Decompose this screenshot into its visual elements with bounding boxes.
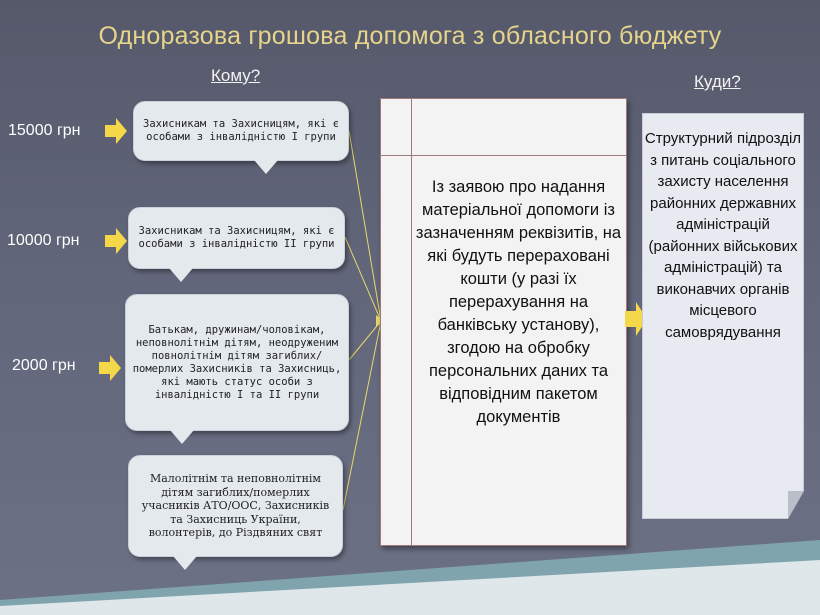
page-fold-corner [788,491,804,519]
recipient-bubble-2: Захисникам та Захисницям, які є особами … [128,207,345,282]
header-where: Куди? [694,72,741,91]
header-who: Кому? [211,66,261,85]
destination-box [642,113,804,519]
block-arrow-right-icon [99,355,121,381]
recipient-text-4: Малолітнім та неповнолітнім дітям загибл… [141,472,330,540]
block-arrow-right-icon [625,302,647,336]
amount-2: 10000 грн [7,232,80,249]
recipient-text-2: Захисникам та Захисницям, які є особами … [138,225,335,250]
block-arrow-right-icon [105,118,127,144]
recipient-bubble-4: Малолітнім та неповнолітнім дітям загибл… [128,455,343,570]
block-arrow-right-icon [105,228,127,254]
recipient-text-3: Батькам, дружинам/чоловікам, неповнолітн… [132,323,342,401]
recipient-text-1: Захисникам та Захисницям, які є особами … [143,118,339,143]
application-text: Із заявою про надання матеріальної допом… [415,178,622,426]
slide-title: Одноразова грошова допомога з обласного … [98,22,722,50]
recipient-bubble-3: Батькам, дружинам/чоловікам, неповнолітн… [125,294,349,444]
amount-3: 2000 грн [12,357,76,374]
amount-1: 15000 грн [8,122,81,139]
recipient-bubble-1: Захисникам та Захисницям, які є особами … [133,101,349,174]
destination-text: Структурний підрозділ з питань соціально… [644,130,802,341]
